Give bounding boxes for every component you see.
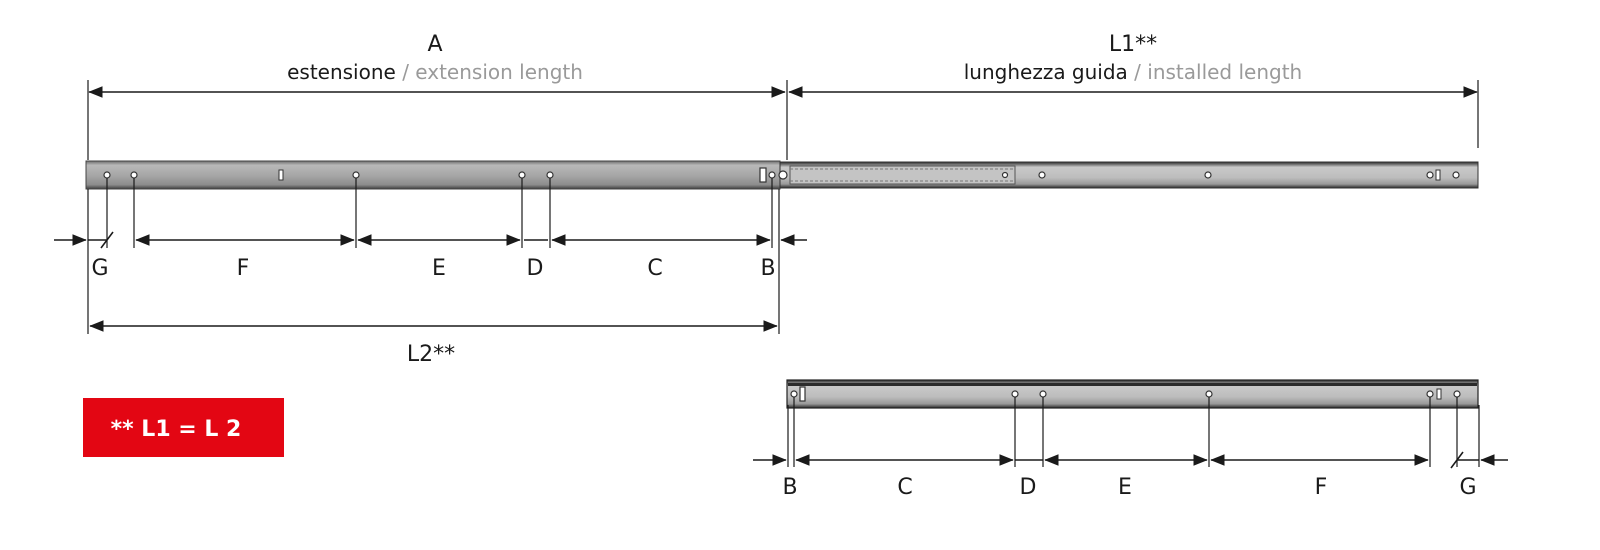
note-box	[83, 398, 284, 457]
g-tick-mark-lower	[1450, 451, 1464, 469]
dimension-l1-caption: lunghezza guida / installed length	[964, 60, 1303, 84]
installed-length-it: lunghezza guida	[964, 60, 1128, 84]
extended-rail	[85, 160, 1479, 190]
dimension-a-caption: estensione / extension length	[287, 60, 583, 84]
dimension-l2-label: L2**	[407, 342, 455, 367]
extension-length-it: estensione	[287, 60, 396, 84]
segment-label-b: B	[760, 256, 775, 281]
segment-label-g-lower: G	[1459, 475, 1476, 500]
note-text: ** L1 = L 2	[111, 417, 242, 442]
dimension-a-letter: A	[427, 32, 442, 57]
caption-separator: /	[396, 60, 415, 84]
segment-label-d-lower: D	[1020, 475, 1037, 500]
segment-label-d: D	[527, 256, 544, 281]
segment-label-c: C	[647, 256, 662, 281]
segment-label-f-lower: F	[1315, 475, 1328, 500]
dimension-l1-letter: L1**	[1109, 32, 1157, 57]
segment-label-e: E	[432, 256, 446, 281]
installed-length-en: installed length	[1147, 60, 1302, 84]
g-tick-mark	[100, 231, 114, 249]
segment-label-e-lower: E	[1118, 475, 1132, 500]
closed-rail	[786, 379, 1479, 409]
segment-label-g: G	[91, 256, 108, 281]
extension-length-en: extension length	[415, 60, 583, 84]
caption-separator: /	[1128, 60, 1147, 84]
segment-label-b-lower: B	[782, 475, 797, 500]
segment-label-f: F	[237, 256, 250, 281]
segment-label-c-lower: C	[897, 475, 912, 500]
